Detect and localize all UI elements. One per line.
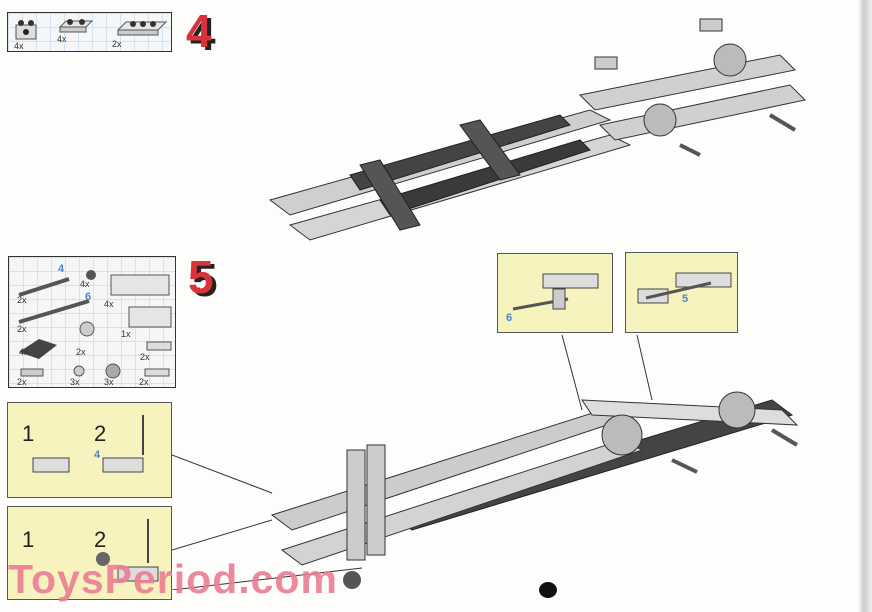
part-qty: 4x — [104, 299, 114, 309]
axle-length-label: 4 — [58, 263, 65, 275]
part-qty: 3x — [70, 377, 80, 387]
subassembly-illustration — [32, 415, 144, 473]
subassembly-illustration — [637, 272, 732, 304]
substep-number: 2 — [94, 527, 107, 552]
step4-parts-box: 4x 4x 2x — [7, 12, 172, 52]
substep-number: 1 — [22, 527, 35, 552]
part-qty: 4x — [80, 279, 90, 289]
axle-length-label: 5 — [682, 293, 689, 305]
callout-steering-sub1: 1 2 4 — [7, 402, 172, 498]
part-qty: 2x — [17, 295, 27, 305]
callout-axle-5: 5 — [625, 252, 738, 333]
axle-length-label: 6 — [506, 312, 513, 324]
part-qty: 4x — [19, 347, 29, 357]
step4-parts-icons — [15, 19, 168, 40]
step5-parts-icons — [18, 270, 172, 379]
page-edge — [858, 0, 872, 612]
part-qty: 2x — [17, 377, 27, 387]
callout-axle-6: 6 — [497, 253, 613, 333]
callout-steering-sub2: 1 2 — [7, 506, 172, 600]
part-qty: 2x — [76, 347, 86, 357]
step5-chassis-illustration — [172, 334, 799, 590]
part-qty: 4x — [57, 34, 67, 44]
scan-blot — [539, 582, 557, 598]
axle-length-label: 6 — [85, 291, 92, 303]
part-qty: 4x — [14, 41, 24, 51]
step4-chassis-illustration — [268, 18, 807, 241]
step5-parts-box: 4 6 2x 4x 4x 2x 1x 4x 2x 2x 2x 3x 3x 2x — [8, 256, 176, 388]
part-qty: 2x — [140, 352, 150, 362]
part-qty: 2x — [112, 39, 122, 49]
substep-number: 1 — [22, 421, 35, 446]
step-number-4: 4 — [186, 5, 212, 57]
part-qty: 2x — [139, 377, 149, 387]
part-qty: 3x — [104, 377, 114, 387]
watermark: ToysPeriod.com — [8, 556, 338, 602]
subassembly-illustration — [96, 519, 159, 582]
part-qty: 2x — [17, 324, 27, 334]
part-qty: 1x — [121, 329, 131, 339]
axle-length-label: 4 — [94, 449, 101, 461]
step-number-5: 5 — [188, 251, 214, 303]
subassembly-illustration — [512, 273, 599, 311]
substep-number: 2 — [94, 421, 107, 446]
